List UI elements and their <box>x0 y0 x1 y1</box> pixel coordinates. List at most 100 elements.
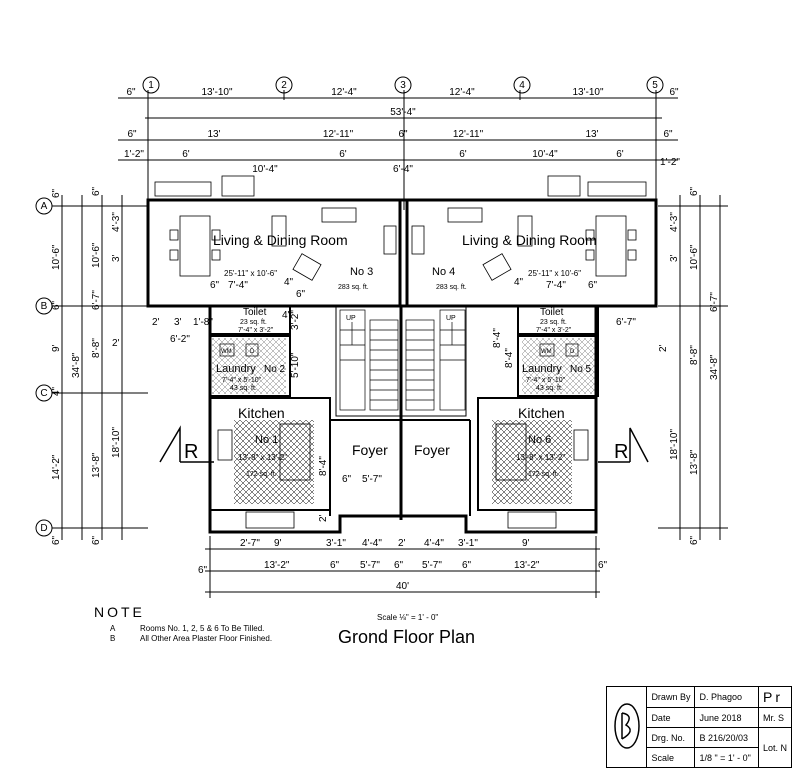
logo-icon <box>613 703 640 749</box>
kitchen-right-area: 172 sq. ft. <box>528 471 559 478</box>
note-key-a: A <box>110 624 116 633</box>
dim-interior-4: 6" <box>210 280 220 291</box>
top-dimension-row-1 <box>118 90 678 210</box>
dim-left-mid-3: 8'-8" <box>91 338 102 358</box>
grid-label-3: 3 <box>400 80 406 91</box>
client-value: Mr. S <box>757 707 792 728</box>
bottom-dimension-lines <box>205 536 600 598</box>
date-label: Date <box>646 707 696 728</box>
laundry-left-area: 43 sq. ft. <box>230 385 257 392</box>
dim-top2-1: 13' <box>207 129 220 140</box>
dim-bottom2-3: 5'-7" <box>360 560 380 571</box>
dim-interior-1: 4" <box>284 277 294 288</box>
dim-interior-8: 1'-8" <box>193 317 213 328</box>
section-marks <box>159 425 649 463</box>
dim-left-mid-4: 13'-8" <box>91 452 102 478</box>
washer-right <box>539 343 555 357</box>
dim-left-inner-2: 18'-10" <box>111 427 122 458</box>
kitchen-right-tiles <box>492 420 572 504</box>
dim-interior-6: 2' <box>152 317 160 328</box>
kitchen-left-area: 172 sq. ft. <box>246 471 277 478</box>
grid-label-a: A <box>41 201 48 212</box>
dim-bottom1-4: 2' <box>398 538 406 549</box>
dim-interior-5: 6" <box>588 280 598 291</box>
dim-top2-3: 6" <box>398 129 408 140</box>
room-no2-label: No 2 <box>264 364 286 375</box>
building-walls <box>146 198 658 534</box>
dim-right-outer-3: 8'-8" <box>689 345 700 365</box>
dim-top3-7: 6' <box>616 149 624 160</box>
dim-right-outer-5: 6" <box>689 535 700 545</box>
dim-interior-13: 5'-10" <box>290 352 301 378</box>
laundry-right-area: 43 sq. ft. <box>536 385 563 392</box>
scale-value: 1/8 " = 1' - 0" <box>694 747 759 768</box>
dim-left-inner-1: 3' <box>111 254 122 262</box>
dim-interior-10: 6'-7" <box>616 317 636 328</box>
scale-label: Scale <box>646 747 696 768</box>
dim-bottom1-5: 4'-4" <box>424 538 444 549</box>
room-no1-label: No 1 <box>255 434 278 446</box>
project-label: Pr <box>757 686 792 708</box>
dim-right-inner-0: 4'-3" <box>669 212 680 232</box>
title-block: Drawn By D. Phagoo Pr Date June 2018 Mr.… <box>605 686 792 768</box>
dim-bottom2-6: 6" <box>462 560 472 571</box>
plan-title: Grond Floor Plan <box>338 627 476 647</box>
kitchen-left-size: 13'-8" x 13'-2" <box>238 453 287 462</box>
toilet-right-size: 7'-4" x 3'-2" <box>536 327 572 334</box>
living-room-right-label: Living & Dining Room <box>462 232 597 248</box>
laundry-left-label: Laundry <box>216 363 256 375</box>
dim-right-outer-1: 10'-6" <box>689 244 700 270</box>
dim-top1-4: 13'-10" <box>572 87 603 98</box>
living-size-right: 25'-11" x 10'-6" <box>528 269 581 278</box>
dim-bottom-total: 40' <box>396 581 409 592</box>
dim-bottom2-2: 6" <box>330 560 340 571</box>
laundry-left-tiles <box>212 338 286 394</box>
kitchen-left-tiles <box>234 420 314 504</box>
dim-interior-14: 8'-4" <box>504 348 515 368</box>
grid-label-5: 5 <box>652 80 658 91</box>
dim-top1-1: 13'-10" <box>201 87 232 98</box>
note-title: NOTE <box>94 604 145 620</box>
dim-top1-3: 12'-4" <box>449 87 475 98</box>
dim-interior-12: 4" <box>282 310 292 321</box>
toilet-left-size: 7'-4" x 3'-2" <box>238 327 274 334</box>
dim-right-outer-0: 6" <box>689 186 700 196</box>
dim-top3-1: 6' <box>182 149 190 160</box>
dim-left-outer-1: 10'-6" <box>51 244 62 270</box>
dim-left-mid-1: 10'-6" <box>91 242 102 268</box>
dim-top3-8: 1'-2" <box>660 157 680 168</box>
laundry-right-tiles <box>522 338 596 394</box>
dim-top3-6: 10'-4" <box>532 149 558 160</box>
washer-right-label: WM <box>541 349 552 355</box>
note-text-b: All Other Area Plaster Floor Finished. <box>140 634 273 643</box>
dim-top-total: 53'-4" <box>390 107 416 118</box>
dryer-left-label: D <box>250 349 255 355</box>
dim-interior-16: 2' <box>112 338 120 349</box>
dim-top1-0: 6" <box>126 87 136 98</box>
foyer-left-label: Foyer <box>352 442 388 458</box>
dim-bottom1-6: 3'-1" <box>458 538 478 549</box>
drg-label: Drg. No. <box>646 727 696 748</box>
dim-left-outer-4: 4" <box>51 386 62 396</box>
dim-interior-9: 6'-2" <box>170 334 190 345</box>
room-no3-label: No 3 <box>350 266 373 278</box>
drawn-by-label: Drawn By <box>646 686 696 708</box>
kitchen-right-size: 13'-8" x 13'-2" <box>516 453 565 462</box>
dim-top3-4: 6'-4" <box>393 164 413 175</box>
room-no3-area: 283 sq. ft. <box>338 284 369 291</box>
dim-interior-15: 8'-4" <box>318 456 329 476</box>
dryer-right-label: D <box>570 349 575 355</box>
dim-top2-0: 6" <box>127 129 137 140</box>
dim-left-mid-2: 6'-7" <box>91 290 102 310</box>
dim-bottom1-1: 9' <box>274 538 282 549</box>
grid-label-2: 2 <box>281 80 287 91</box>
laundry-left-size: 7'-4" x 5'-10" <box>222 377 262 384</box>
dim-left-mid-5: 6" <box>91 535 102 545</box>
dim-left-outer-5: 14'-2" <box>51 454 62 480</box>
toilet-right-label: Toilet <box>540 307 564 318</box>
logo-cell <box>605 686 648 768</box>
grid-label-4: 4 <box>519 80 525 91</box>
dim-right-inner-1: 3' <box>669 254 680 262</box>
dim-left-outer-3: 9' <box>51 344 62 352</box>
room-no4-label: No 4 <box>432 266 455 278</box>
